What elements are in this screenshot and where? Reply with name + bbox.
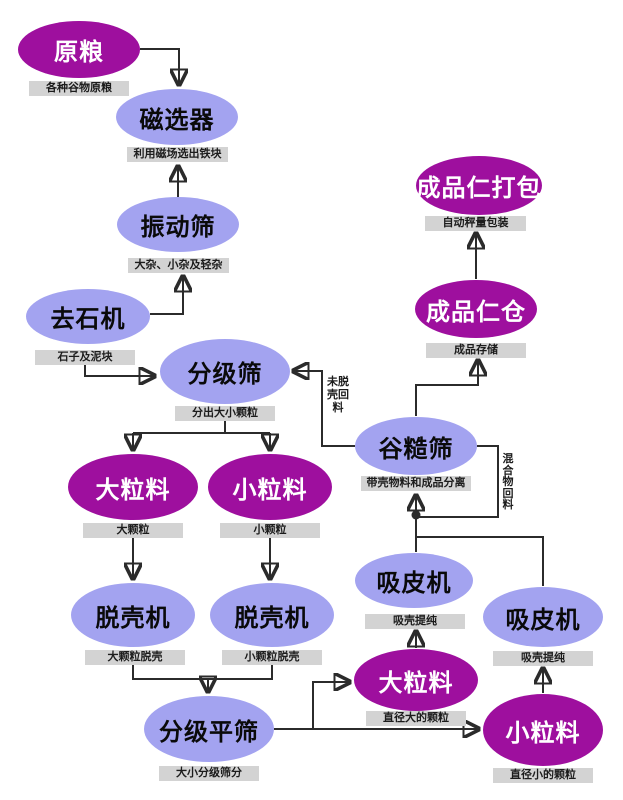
node-large-material-1: 大粒料 (68, 454, 198, 520)
edge-unhusked-return (294, 371, 355, 447)
node-large-material-2: 大粒料 (354, 649, 478, 711)
node-husk-aspirator-left: 吸皮机 (355, 553, 473, 608)
node-husker-left: 脱壳机 (71, 583, 195, 647)
node-paddy-separator: 谷糙筛 (355, 417, 477, 475)
note-large-material-2: 直径大的颗粒 (366, 711, 466, 726)
edge-aspirator-right-merge (417, 536, 544, 586)
note-husker-left: 大颗粒脱壳 (85, 650, 185, 665)
node-kernel-packing: 成品仁打包 (416, 156, 542, 215)
junction-dot (411, 510, 421, 520)
node-grading-plansifter: 分级平筛 (144, 696, 274, 762)
note-husk-aspirator-left: 吸壳提纯 (365, 614, 465, 629)
node-small-material-1: 小粒料 (208, 454, 332, 520)
node-destoner: 去石机 (26, 289, 150, 344)
note-magnetic-separator: 利用磁场选出铁块 (127, 147, 228, 162)
edge-destoner-to-grading (84, 365, 154, 376)
edge-label-unhusked-return: 未脱 壳回 料 (327, 376, 349, 414)
edge-paddy-to-bin (415, 361, 478, 416)
node-husker-right: 脱壳机 (210, 583, 334, 647)
note-destoner: 石子及泥块 (35, 350, 135, 365)
note-grading-screen: 分出大小颗粒 (175, 406, 275, 421)
edge-mixture-return-loop (418, 445, 499, 518)
note-grading-plansifter: 大小分级筛分 (159, 766, 259, 781)
node-small-material-2: 小粒料 (483, 694, 603, 766)
node-kernel-bin: 成品仁仓 (415, 280, 537, 338)
note-raw-grain: 各种谷物原粮 (29, 81, 129, 96)
note-husker-right: 小颗粒脱壳 (222, 650, 322, 665)
note-small-material-2: 直径小的颗粒 (493, 768, 593, 783)
note-kernel-packing: 自动秤量包装 (425, 216, 526, 231)
note-small-material-1: 小颗粒 (220, 523, 320, 538)
note-husk-aspirator-right: 吸壳提纯 (493, 651, 593, 666)
edge-destoner-to-vibrating (150, 277, 183, 315)
note-large-material-1: 大颗粒 (83, 523, 183, 538)
edge-grading-split-stem (133, 421, 270, 434)
note-paddy-separator: 带壳物料和成品分离 (361, 476, 471, 491)
node-husk-aspirator-right: 吸皮机 (483, 587, 603, 647)
note-vibrating-screen: 大杂、小杂及轻杂 (128, 258, 229, 273)
note-kernel-bin: 成品存储 (426, 343, 526, 358)
edge-huskers-merge-rail (132, 665, 273, 680)
edge-plansifter-to-large2 (312, 682, 349, 729)
node-magnetic-separator: 磁选器 (116, 89, 238, 145)
node-vibrating-screen: 振动筛 (117, 197, 239, 252)
edge-label-mixture-return: 混 合 物 回 料 (502, 453, 514, 511)
edge-raw-to-magnetic (140, 48, 179, 84)
node-raw-grain: 原粮 (18, 21, 140, 78)
node-grading-screen: 分级筛 (160, 339, 290, 404)
